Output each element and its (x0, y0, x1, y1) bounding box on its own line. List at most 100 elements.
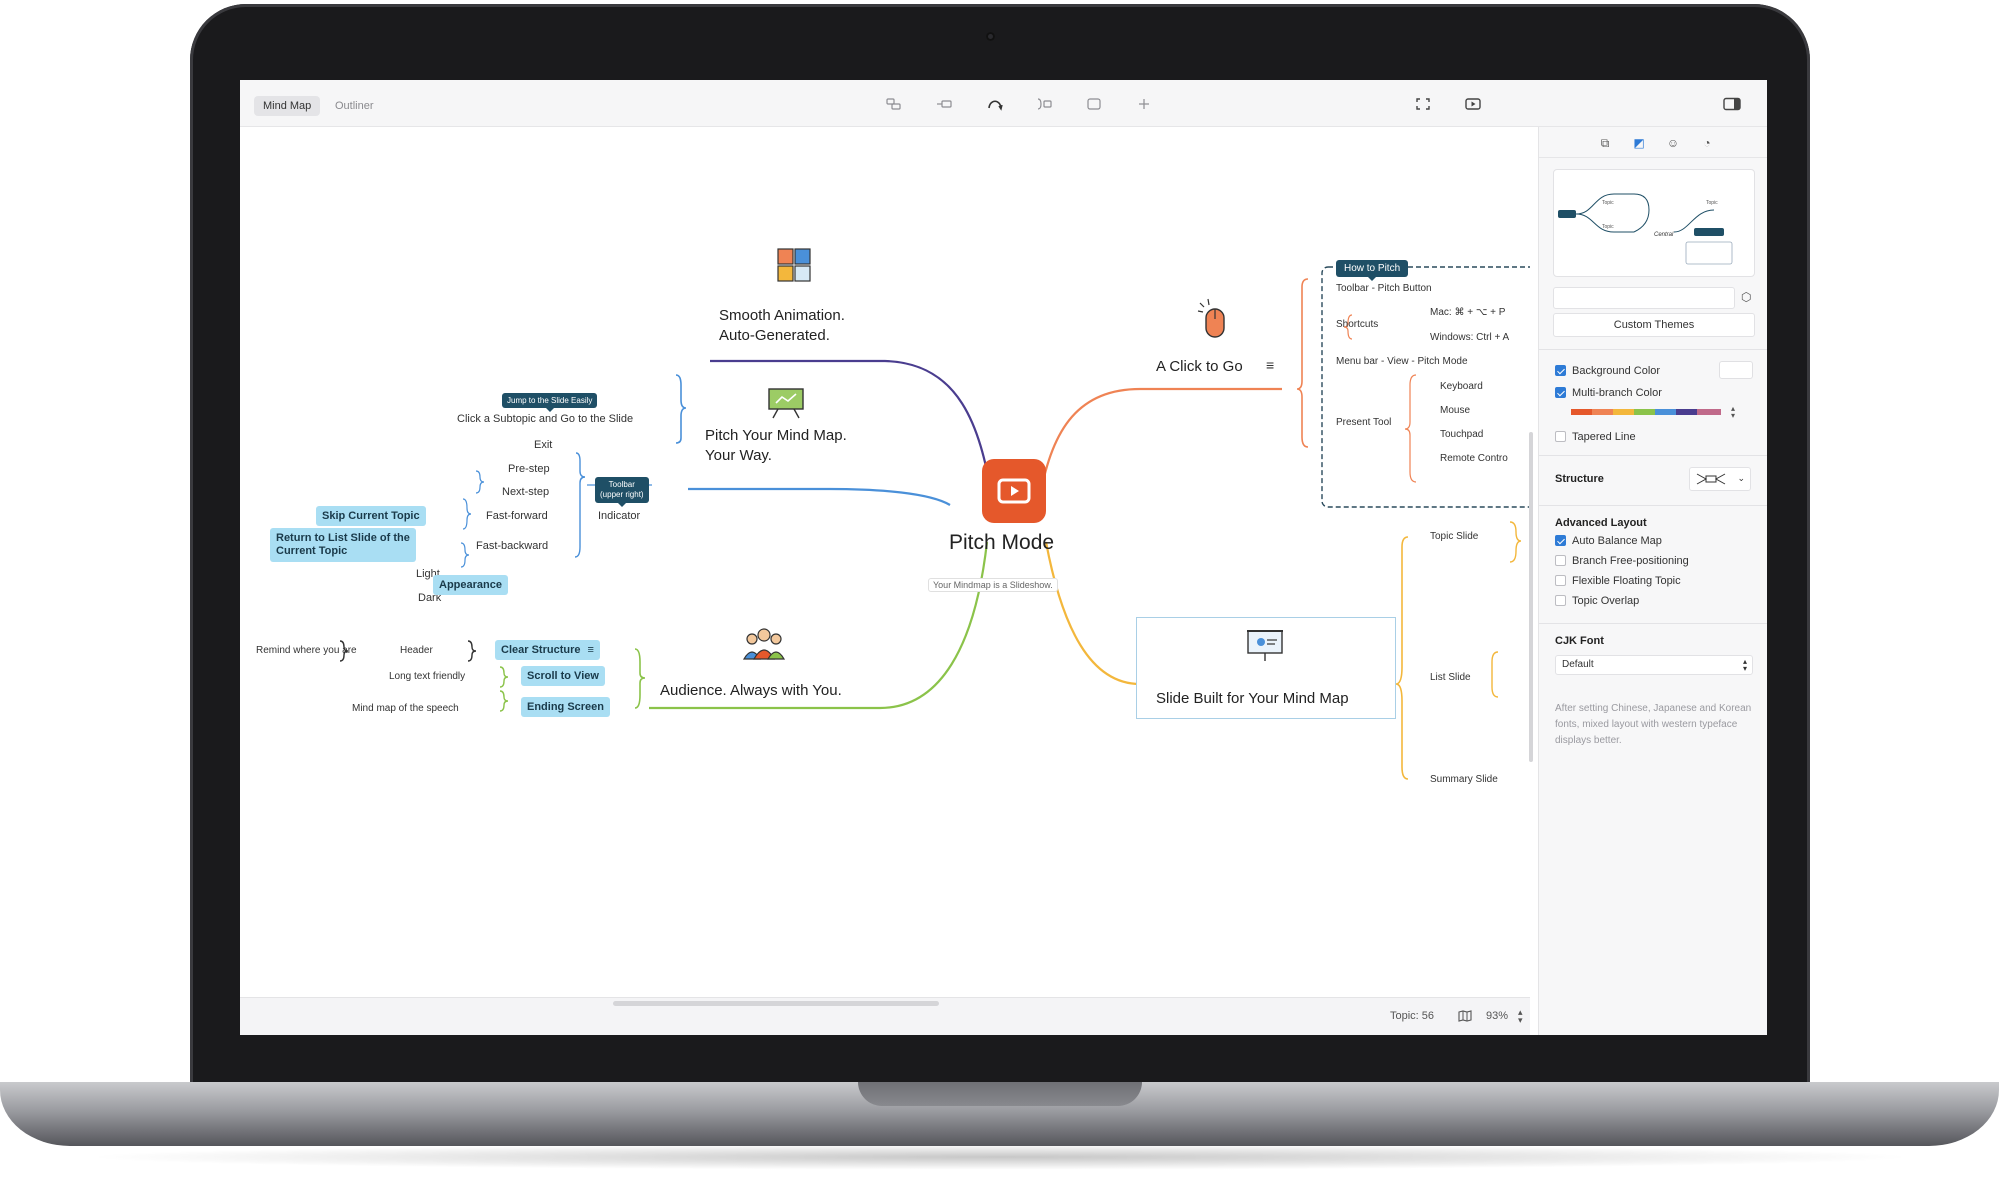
cjk-font-select[interactable]: Default ▴▾ (1555, 655, 1753, 675)
topic-click-to-go[interactable]: A Click to Go (1156, 358, 1243, 375)
central-title[interactable]: Pitch Mode (949, 531, 1055, 554)
subtopic-list-slide[interactable]: List Slide (1430, 672, 1471, 683)
cjk-font-value: Default (1562, 659, 1594, 670)
horizontal-scrollbar[interactable] (613, 1001, 939, 1006)
emoji-icon[interactable]: ☺ (1666, 136, 1680, 150)
tapered-line-checkbox[interactable] (1555, 431, 1566, 442)
theme-search-input[interactable] (1553, 287, 1735, 309)
subtopic-remind[interactable]: Remind where you are (256, 645, 357, 656)
subtopic-mind-map-speech[interactable]: Mind map of the speech (352, 703, 459, 714)
flexible-floating-row[interactable]: Flexible Floating Topic (1555, 573, 1681, 589)
background-color-checkbox[interactable] (1555, 365, 1566, 376)
panel-toggle-icon[interactable] (1722, 97, 1741, 113)
app-window: Mind Map Outliner (240, 80, 1767, 1035)
fullscreen-icon[interactable] (1414, 97, 1432, 113)
subtopic-mouse[interactable]: Mouse (1440, 405, 1471, 416)
topic-smooth-line1[interactable]: Smooth Animation. (719, 307, 845, 324)
zoom-stepper-icon[interactable]: ▴▾ (1518, 1007, 1523, 1025)
map-icon[interactable] (1458, 1009, 1472, 1027)
topic-overlap-checkbox[interactable] (1555, 595, 1566, 606)
pill-return-list-slide[interactable]: Return to List Slide of the Current Topi… (270, 528, 416, 562)
insert-icon[interactable] (1135, 97, 1153, 113)
subtopic-mac[interactable]: Mac: ⌘ + ⌥ + P (1430, 307, 1506, 318)
notes-icon: ≡ (587, 644, 594, 656)
subtopic-icon[interactable] (935, 97, 953, 113)
summary-icon[interactable] (1035, 97, 1053, 113)
theme-preview[interactable]: Central Topic Topic Topic (1553, 169, 1755, 277)
topic-pitch-line1[interactable]: Pitch Your Mind Map. (705, 427, 847, 444)
theme-preview-graphic: Central Topic Topic Topic (1558, 193, 1733, 265)
flexible-floating-checkbox[interactable] (1555, 575, 1566, 586)
subtopic-shortcuts[interactable]: Shortcuts (1336, 319, 1379, 330)
subtopic-pre-step[interactable]: Pre-step (508, 463, 550, 475)
custom-themes-button[interactable]: Custom Themes (1553, 313, 1755, 337)
tab-mind-map[interactable]: Mind Map (254, 96, 321, 116)
clock-icon[interactable]: ◔ (1703, 136, 1711, 150)
tab-outliner[interactable]: Outliner (335, 100, 374, 112)
auto-balance-checkbox[interactable] (1555, 535, 1566, 546)
audience-icon (742, 627, 786, 666)
topic-audience[interactable]: Audience. Always with You. (660, 682, 842, 699)
subtopic-fast-forward[interactable]: Fast-forward (486, 510, 548, 522)
theme-icon[interactable]: ◩ (1633, 136, 1645, 150)
branch-free-checkbox[interactable] (1555, 555, 1566, 566)
vertical-scrollbar[interactable] (1529, 432, 1533, 762)
branch-free-row[interactable]: Branch Free-positioning (1555, 553, 1689, 569)
structure-select[interactable]: ⌄ (1689, 467, 1751, 491)
topic-count: Topic: 56 (1390, 1010, 1435, 1022)
subtopic-dark[interactable]: Dark (418, 592, 442, 604)
mind-map-canvas[interactable]: Pitch Mode Your Mindmap is a Slideshow. … (240, 127, 1533, 997)
pill-scroll-to-view[interactable]: Scroll to View (521, 666, 605, 686)
subtopic-topic-slide[interactable]: Topic Slide (1430, 531, 1479, 542)
cube-icon[interactable]: ⬡ (1741, 290, 1752, 304)
toolbar: Mind Map Outliner (240, 80, 1767, 127)
central-topic[interactable] (982, 459, 1046, 523)
presentation-board-icon (766, 387, 806, 424)
structure-icon (1696, 473, 1726, 485)
topic-slide-built[interactable]: Slide Built for Your Mind Map (1156, 690, 1349, 707)
relationship-icon[interactable] (986, 97, 1004, 113)
subtopic-fast-backward[interactable]: Fast-backward (476, 540, 549, 552)
subtopic-menu-bar[interactable]: Menu bar - View - Pitch Mode (1336, 356, 1468, 367)
laptop-notch (858, 1082, 1142, 1106)
auto-balance-row[interactable]: Auto Balance Map (1555, 533, 1662, 549)
zoom-level[interactable]: 93% (1486, 1010, 1509, 1022)
central-label: Your Mindmap is a Slideshow. (928, 578, 1058, 592)
subtopic-remote[interactable]: Remote Contro (1440, 453, 1508, 464)
subtopic-toolbar-pitch[interactable]: Toolbar - Pitch Button (1336, 283, 1432, 294)
flexible-floating-label: Flexible Floating Topic (1572, 575, 1681, 587)
pill-clear-structure-label: Clear Structure (501, 644, 581, 656)
topic-smooth-line2[interactable]: Auto-Generated. (719, 327, 830, 344)
pill-ending-screen[interactable]: Ending Screen (521, 697, 611, 717)
callout-how-to-pitch: How to Pitch (1336, 260, 1409, 281)
multi-branch-color-checkbox[interactable] (1555, 387, 1566, 398)
tapered-line-row[interactable]: Tapered Line (1555, 429, 1636, 445)
subtopic-click-subtopic[interactable]: Click a Subtopic and Go to the Slide (457, 413, 634, 425)
subtopic-keyboard[interactable]: Keyboard (1440, 381, 1483, 392)
subtopic-next-step[interactable]: Next-step (502, 486, 550, 498)
subtopic-header[interactable]: Header (400, 645, 433, 656)
background-color-swatch[interactable] (1719, 361, 1753, 379)
topic-pitch-line2[interactable]: Your Way. (705, 447, 772, 464)
background-color-label: Background Color (1572, 365, 1661, 377)
boundary-icon[interactable] (1085, 97, 1103, 113)
pill-appearance[interactable]: Appearance (433, 575, 508, 595)
subtopic-touchpad[interactable]: Touchpad (1440, 429, 1484, 440)
topic-icon[interactable] (885, 97, 903, 113)
subtopic-present-tool[interactable]: Present Tool (1336, 417, 1392, 428)
subtopic-windows[interactable]: Windows: Ctrl + A (1430, 332, 1510, 343)
subtopic-summary-slide[interactable]: Summary Slide (1430, 774, 1498, 785)
subtopic-long-text[interactable]: Long text friendly (389, 671, 466, 682)
style-icon[interactable]: ⧉ (1600, 136, 1610, 150)
pill-clear-structure[interactable]: Clear Structure ≡ (495, 640, 600, 660)
cjk-font-title: CJK Font (1555, 635, 1604, 647)
status-bar: Topic: 56 93% ▴▾ (240, 997, 1530, 1035)
pitch-icon[interactable] (1464, 97, 1482, 113)
pill-skip-current-topic[interactable]: Skip Current Topic (316, 506, 426, 526)
subtopic-indicator[interactable]: Indicator (598, 510, 641, 522)
multi-branch-color-row[interactable]: Multi-branch Color (1555, 385, 1662, 401)
topic-overlap-row[interactable]: Topic Overlap (1555, 593, 1639, 609)
color-palette-select[interactable]: ▴▾ (1571, 405, 1743, 420)
background-color-row[interactable]: Background Color (1555, 363, 1660, 379)
subtopic-exit[interactable]: Exit (534, 439, 553, 451)
